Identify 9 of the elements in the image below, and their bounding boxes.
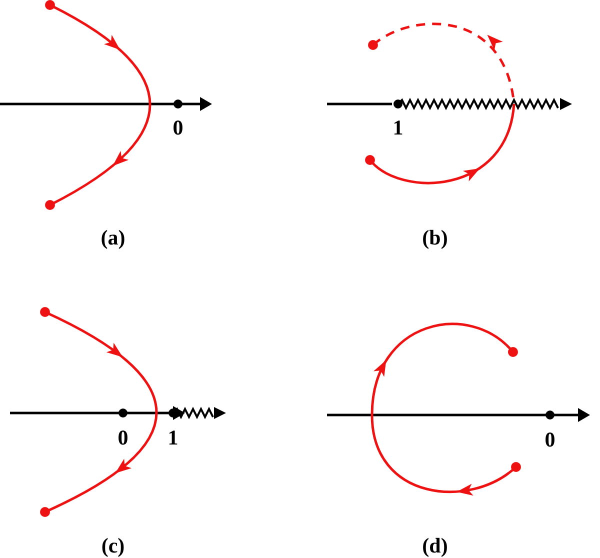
- axis-tick-label: 0: [172, 118, 184, 138]
- axis-tick-label: 0: [544, 430, 556, 450]
- panel-label: (b): [422, 228, 448, 248]
- axis-tick-label: 1: [168, 428, 178, 448]
- panel-label: (d): [422, 536, 448, 556]
- axis-tick-label: 1: [392, 118, 404, 138]
- panel-label: (c): [101, 536, 125, 556]
- axis-tick-label: 0: [118, 428, 128, 448]
- panel-label: (a): [100, 228, 126, 248]
